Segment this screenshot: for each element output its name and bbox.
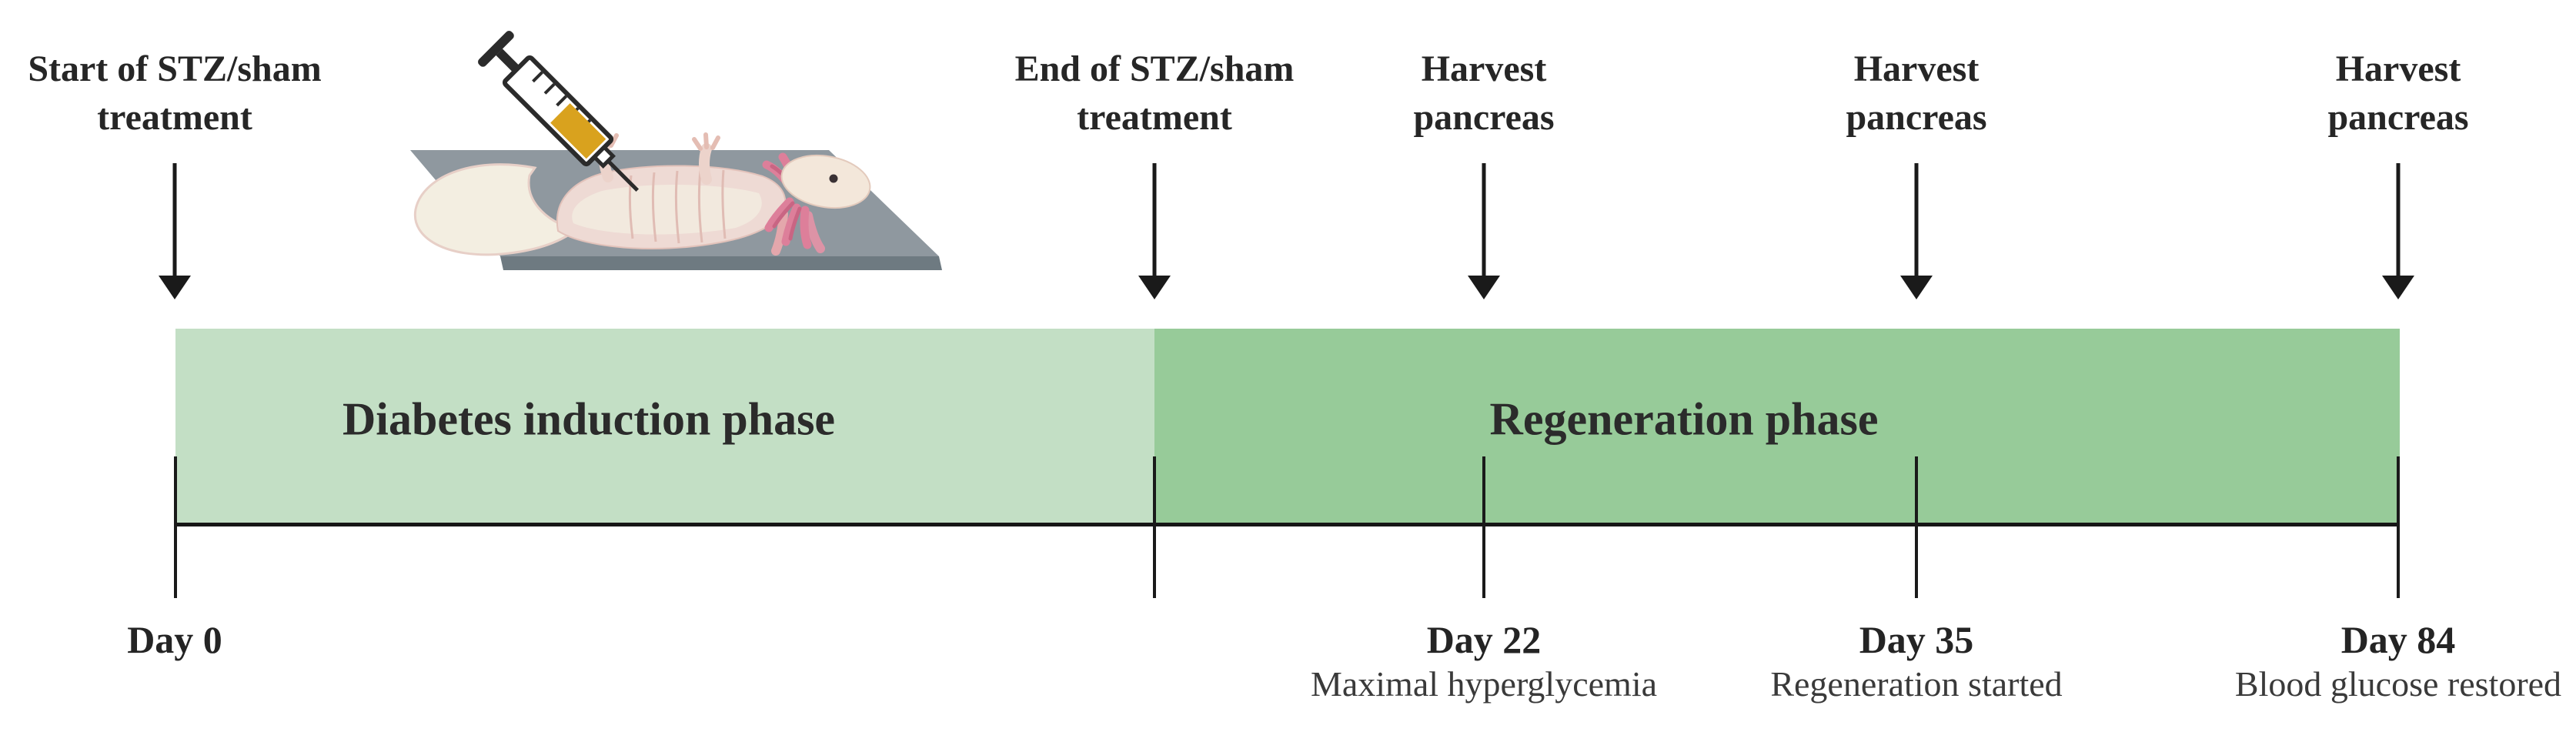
timeline-tick-day35 xyxy=(1915,456,1918,598)
event-label-line: pancreas xyxy=(1846,97,1987,138)
note-regeneration-started: Regeneration started xyxy=(1770,664,2063,704)
down-arrow-icon xyxy=(2381,163,2415,300)
day-label-0: Day 0 xyxy=(127,618,222,661)
timeline-tick-day84 xyxy=(2397,456,2400,598)
event-label-line: Harvest xyxy=(2335,48,2461,89)
event-label-line: treatment xyxy=(1077,97,1232,138)
axolotl-tail-fin xyxy=(413,163,579,256)
event-label-line: Harvest xyxy=(1421,48,1547,89)
down-arrow-icon xyxy=(1467,163,1501,300)
phase-label-diabetes-induction: Diabetes induction phase xyxy=(342,393,836,445)
event-label-line: Harvest xyxy=(1853,48,1980,89)
syringe-liquid xyxy=(550,103,606,159)
axolotl-injection-illustration xyxy=(410,31,942,270)
day-label-22: Day 22 xyxy=(1426,618,1542,661)
event-label-line: pancreas xyxy=(2327,97,2469,138)
event-label-line: Start of STZ/sham xyxy=(28,48,322,89)
event-label-harvest-3: Harvest pancreas xyxy=(2198,45,2576,142)
event-label-line: End of STZ/sham xyxy=(1014,48,1295,89)
event-label-start-treatment: Start of STZ/sham treatment xyxy=(0,45,375,142)
note-maximal-hyperglycemia: Maximal hyperglycemia xyxy=(1310,664,1658,704)
axolotl-eye xyxy=(829,174,838,183)
down-arrow-icon xyxy=(158,163,192,300)
timeline-tick-day22 xyxy=(1482,456,1485,598)
event-label-harvest-1: Harvest pancreas xyxy=(1284,45,1684,142)
day-label-35: Day 35 xyxy=(1859,618,1974,661)
syringe-icon xyxy=(478,31,640,192)
phase-segment-regeneration xyxy=(1154,329,2400,523)
day-label-84: Day 84 xyxy=(2340,618,2456,661)
phase-segment-diabetes-induction xyxy=(175,329,1154,523)
event-label-end-treatment: End of STZ/sham treatment xyxy=(954,45,1355,142)
timeline-tick-day0 xyxy=(174,456,177,598)
axolotl-belly xyxy=(572,185,762,235)
event-label-line: pancreas xyxy=(1413,97,1555,138)
down-arrow-icon xyxy=(1138,163,1171,300)
timeline-tick-end-treatment xyxy=(1153,456,1156,598)
down-arrow-icon xyxy=(1899,163,1933,300)
note-blood-glucose-restored: Blood glucose restored xyxy=(2234,664,2562,704)
event-label-line: treatment xyxy=(97,97,252,138)
event-label-harvest-2: Harvest pancreas xyxy=(1716,45,2117,142)
timeline-baseline xyxy=(175,523,2400,526)
phase-label-regeneration: Regeneration phase xyxy=(1489,393,1879,445)
axolotl-head xyxy=(780,154,871,209)
